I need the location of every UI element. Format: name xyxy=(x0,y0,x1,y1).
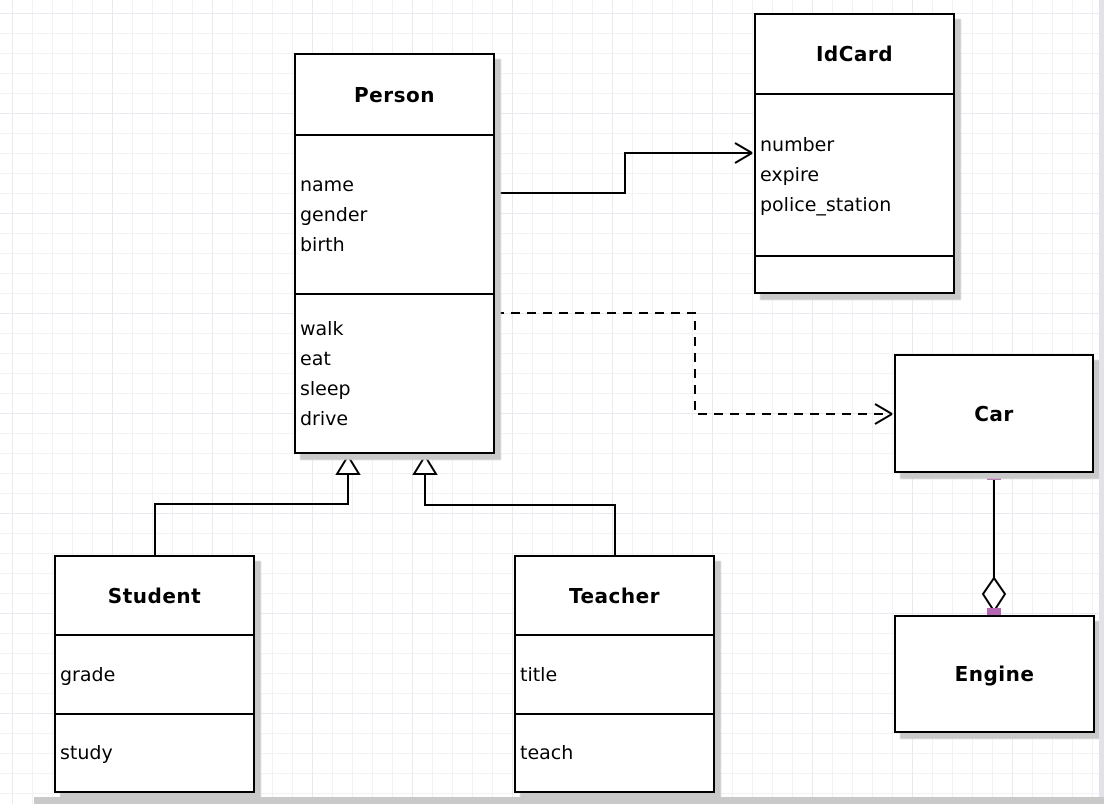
class-box-teacher[interactable]: Teacher title teach xyxy=(514,555,715,793)
class-title: IdCard xyxy=(815,42,894,66)
idcard-attributes: number expire police_station xyxy=(756,93,953,255)
page-bottom-shadow xyxy=(34,797,1104,804)
method: study xyxy=(60,742,113,764)
class-title: Student xyxy=(107,583,202,608)
hollow-triangle-icon xyxy=(412,454,438,475)
class-box-idcard[interactable]: IdCard number expire police_station xyxy=(754,13,955,294)
attribute: grade xyxy=(60,663,116,686)
method: drive xyxy=(300,407,349,430)
attribute: number xyxy=(760,134,835,156)
open-arrowhead-icon xyxy=(734,142,753,164)
generalization-student-person[interactable] xyxy=(154,454,361,556)
aggregation-car-engine[interactable] xyxy=(981,466,1007,622)
attribute: police_station xyxy=(760,194,892,216)
generalization-teacher-person[interactable] xyxy=(412,454,616,556)
teacher-attributes: title xyxy=(516,634,713,713)
class-box-engine[interactable]: Engine xyxy=(894,615,1095,733)
association-person-idcard[interactable] xyxy=(495,142,753,194)
method: eat xyxy=(300,347,331,370)
class-title: Teacher xyxy=(568,583,661,608)
person-attributes: name gender birth xyxy=(296,134,493,293)
class-box-person[interactable]: Person name gender birth walk eat sleep … xyxy=(294,53,495,454)
person-methods: walk eat sleep drive xyxy=(296,293,493,452)
attribute: title xyxy=(520,663,558,686)
method: sleep xyxy=(300,377,351,400)
class-box-car[interactable]: Car xyxy=(894,354,1094,473)
class-title: Person xyxy=(354,82,435,107)
teacher-methods: teach xyxy=(516,713,713,791)
student-attributes: grade xyxy=(56,634,253,713)
open-arrowhead-icon xyxy=(874,403,893,425)
method: walk xyxy=(300,317,344,340)
attribute: birth xyxy=(300,233,345,256)
hollow-triangle-icon xyxy=(335,454,361,475)
hollow-diamond-icon xyxy=(981,576,1007,613)
idcard-methods xyxy=(756,255,953,292)
attribute: name xyxy=(300,173,354,196)
page-right-edge xyxy=(1099,0,1104,804)
class-title: Car xyxy=(974,401,1014,426)
attribute: expire xyxy=(760,164,820,186)
student-methods: study xyxy=(56,713,253,791)
dependency-person-car[interactable] xyxy=(495,312,893,425)
class-box-student[interactable]: Student grade study xyxy=(54,555,255,793)
class-title: Engine xyxy=(954,662,1035,686)
attribute: gender xyxy=(300,203,368,226)
method: teach xyxy=(520,742,574,764)
